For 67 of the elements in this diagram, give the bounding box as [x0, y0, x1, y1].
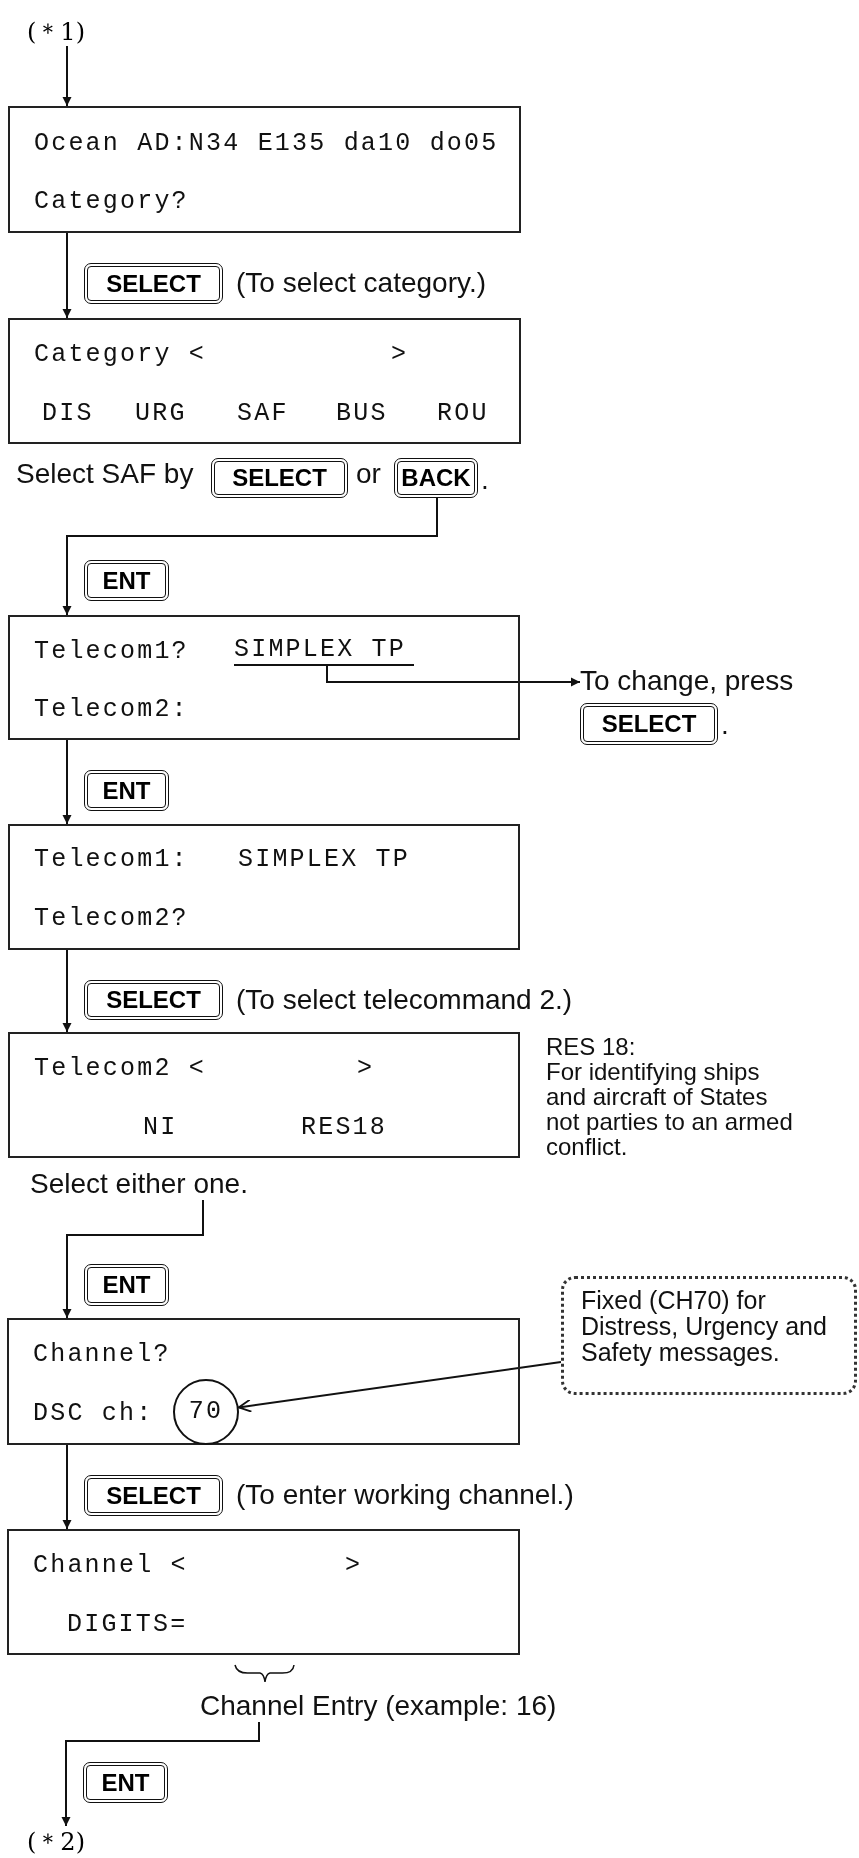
- flow-arrow: [61, 1721, 260, 1827]
- screen-text: >: [357, 1054, 375, 1084]
- circled-value: 70: [173, 1379, 239, 1445]
- screen-text: Category?: [34, 187, 189, 217]
- screen-text: Telecom2:: [34, 695, 189, 725]
- screen-text: DIGITS=: [67, 1610, 188, 1640]
- leader-arrow: [237, 1361, 562, 1413]
- instruction-text: Channel Entry (example: 16): [200, 1690, 580, 1722]
- key-button: SELECT: [84, 980, 223, 1020]
- key-button: ENT: [84, 770, 169, 811]
- screen-text: URG: [135, 399, 187, 429]
- screen-text: >: [391, 340, 409, 370]
- instruction-text: or: [356, 458, 381, 490]
- key-button: SELECT: [211, 458, 348, 498]
- underlined-setting: SIMPLEX TP: [234, 635, 414, 666]
- display-screen: [8, 106, 521, 233]
- period-text: .: [481, 464, 489, 496]
- screen-text: RES18: [301, 1113, 387, 1143]
- key-button: SELECT: [84, 263, 223, 304]
- screen-text: DSC ch:: [33, 1399, 154, 1429]
- flow-arrow: [62, 739, 72, 825]
- flow-arrow: [62, 45, 72, 107]
- flow-arrow: [62, 1199, 204, 1319]
- screen-text: Telecom2 <: [34, 1054, 207, 1084]
- display-screen: [8, 824, 520, 950]
- screen-text: Telecom1?: [34, 637, 189, 667]
- period-text: .: [721, 709, 729, 741]
- screen-text: SIMPLEX TP: [238, 845, 411, 875]
- screen-text: Telecom1:: [34, 845, 189, 875]
- instruction-text: Select either one.: [30, 1168, 270, 1200]
- note-text: For identifying ships and aircraft of States not parties to an armed conflict.: [546, 1059, 794, 1159]
- instruction-text: Select SAF by: [16, 458, 194, 490]
- instruction-text: To change, press: [580, 665, 795, 697]
- screen-text: Channel?: [33, 1340, 171, 1370]
- flow-arrow: [62, 497, 438, 616]
- flow-arrow: [62, 1444, 72, 1530]
- key-button: BACK: [394, 458, 478, 498]
- screen-text: DIS: [42, 399, 94, 429]
- screen-text: SAF: [237, 399, 289, 429]
- display-screen: [7, 1318, 520, 1445]
- display-screen: [8, 615, 520, 740]
- display-screen: [7, 1529, 520, 1655]
- flow-arrow: [62, 949, 72, 1033]
- key-button: ENT: [83, 1762, 168, 1803]
- reference-mark: (＊1): [27, 16, 107, 46]
- flow-arrow: [62, 232, 72, 319]
- key-description: (To enter working channel.): [236, 1479, 574, 1511]
- display-screen: [8, 318, 521, 444]
- screen-text: ROU: [437, 399, 489, 429]
- screen-text: >: [345, 1551, 363, 1581]
- screen-text: Telecom2?: [34, 904, 189, 934]
- screen-text: Channel <: [33, 1551, 188, 1581]
- flow-arrow: [326, 665, 581, 687]
- callout-box: Fixed (CH70) for Distress, Urgency and Safety messages.: [561, 1276, 857, 1395]
- screen-text: NI: [143, 1113, 178, 1143]
- screen-text: Category <: [34, 340, 207, 370]
- reference-mark: (＊2): [27, 1826, 107, 1856]
- key-description: (To select telecommand 2.): [236, 984, 573, 1016]
- key-button: ENT: [84, 1264, 169, 1306]
- display-screen: [8, 1032, 520, 1158]
- key-description: (To select category.): [236, 267, 487, 299]
- key-button: SELECT: [580, 703, 718, 745]
- key-button: ENT: [84, 560, 169, 601]
- screen-text: BUS: [336, 399, 388, 429]
- note-heading: RES 18:: [546, 1034, 637, 1059]
- screen-text: Ocean AD:N34 E135 da10 do05: [34, 129, 499, 159]
- key-button: SELECT: [84, 1475, 223, 1516]
